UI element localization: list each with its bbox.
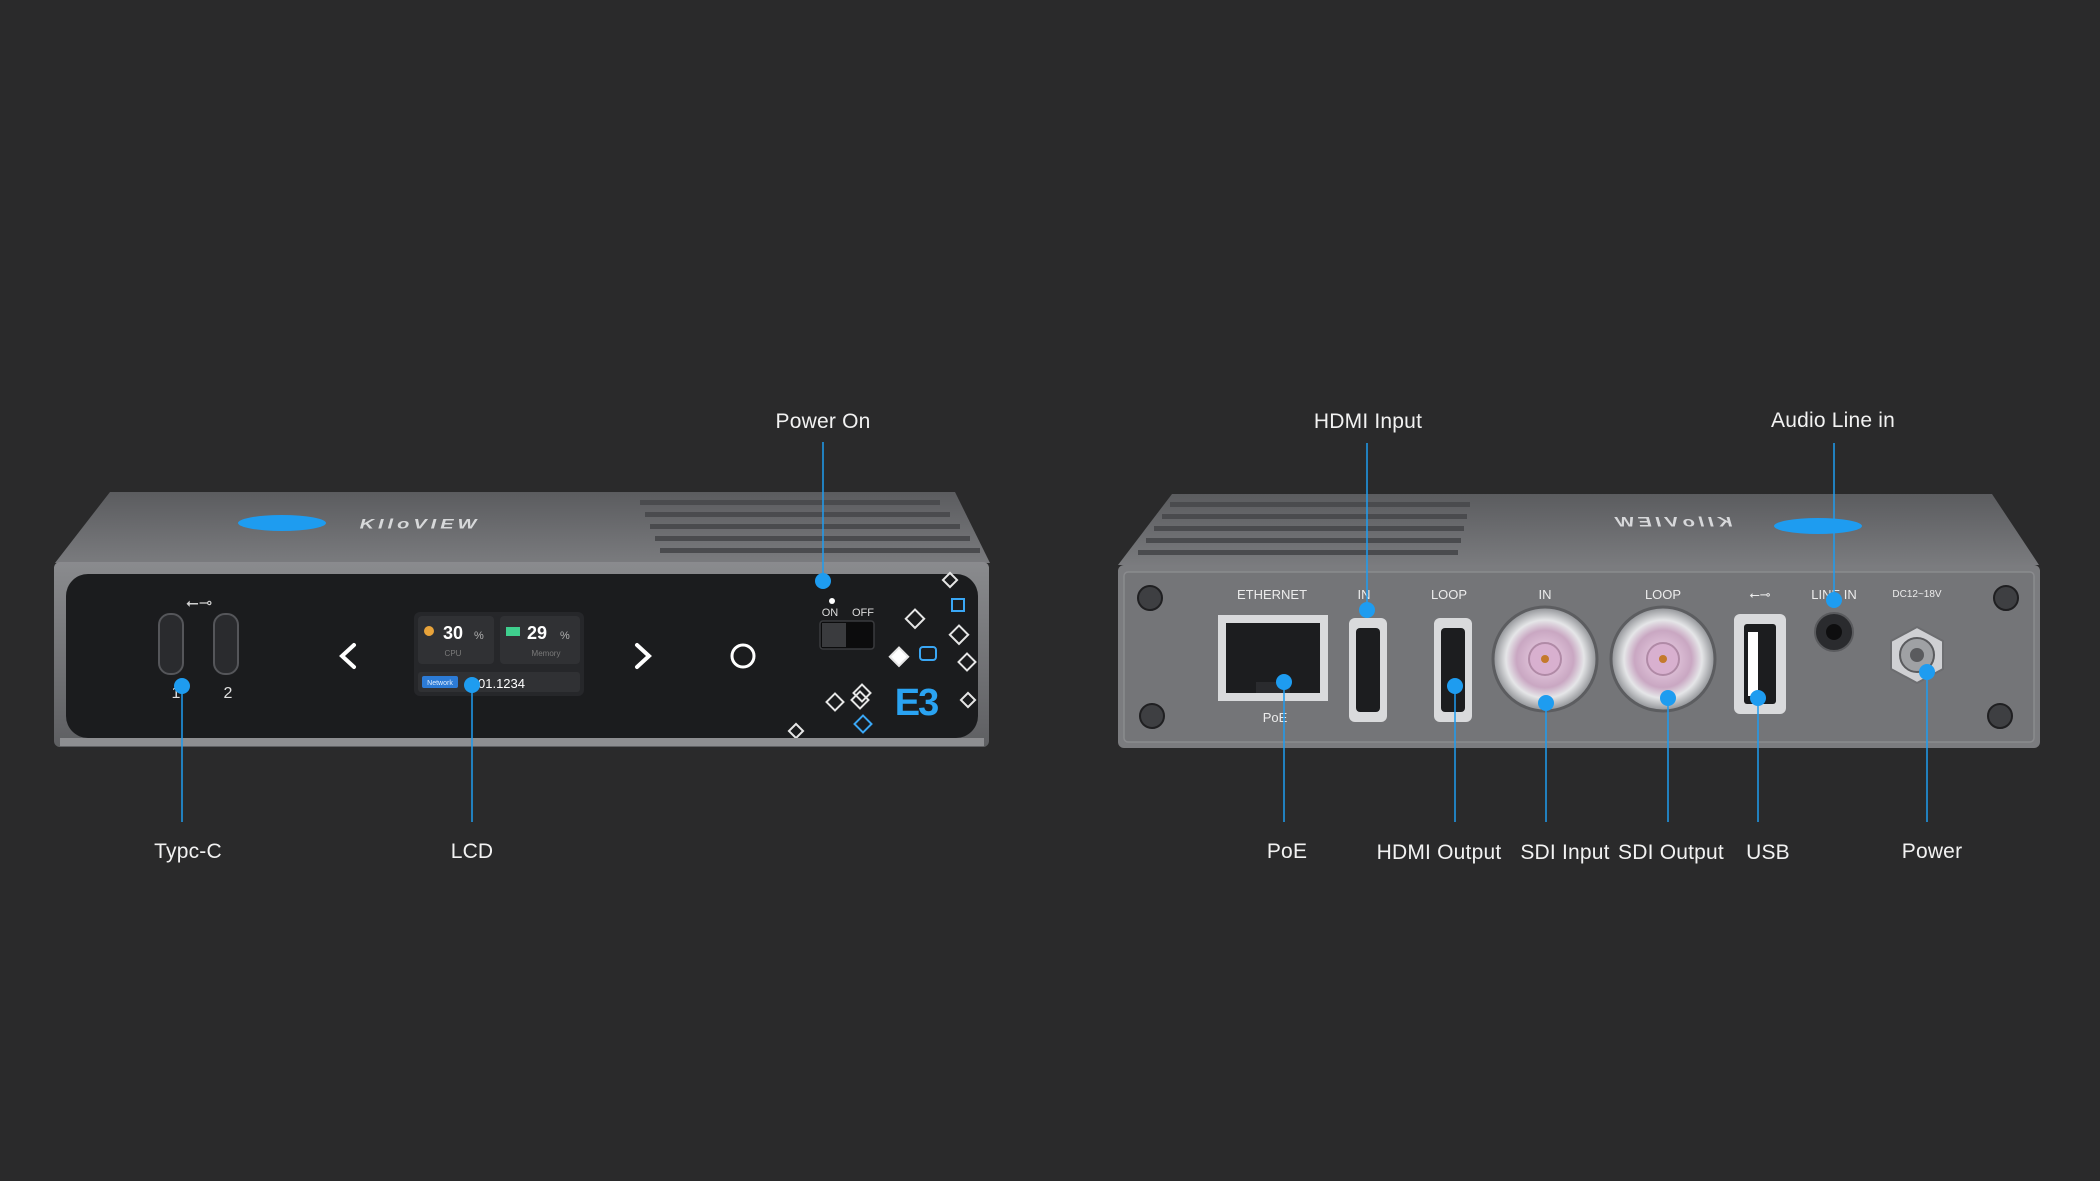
front-bottom-rim [60, 738, 984, 746]
dot-poe [1276, 674, 1292, 690]
decor-pattern [787, 571, 977, 740]
rear-brand-logo: KIloVIEW [1612, 513, 1862, 534]
dot-lcd [464, 677, 480, 693]
port-number-1: 1 [172, 685, 181, 702]
sdi-loop-connector [1609, 605, 1717, 713]
rear-top-surface [1118, 494, 2039, 565]
callout-usb: USB [1746, 841, 1790, 864]
screw-icons [1137, 585, 2019, 729]
typc-port-2 [213, 613, 239, 675]
callout-typc: Typc-C [154, 840, 222, 863]
model-badge: E3 [895, 682, 938, 724]
hdmi-in-label: IN [1358, 587, 1371, 602]
rear-usb-symbol: ⭠⊸ [1749, 587, 1770, 602]
callout-power: Power [1901, 840, 1963, 863]
dc-label: DC12~18V [1892, 589, 1942, 600]
ethernet-label: ETHERNET [1237, 587, 1307, 602]
right-arrow-icon [635, 643, 652, 669]
callout-power-on: Power On [775, 410, 871, 433]
lcd-mem-value: 29 [527, 623, 547, 643]
callout-audio-line-in: Audio Line in [1770, 409, 1896, 432]
hdmi-loop-port [1434, 618, 1472, 722]
switch-off-label: OFF [852, 607, 874, 619]
dot-typc [174, 678, 190, 694]
lcd-cpu-unit: % [474, 630, 484, 642]
sdi-in-label: IN [1539, 587, 1552, 602]
callout-lcd: LCD [450, 840, 494, 863]
dot-power-on [815, 573, 831, 589]
audio-jack [1814, 612, 1854, 652]
front-top-surface [55, 492, 990, 563]
front-vent-grille [640, 500, 980, 553]
lcd-cpu-label: CPU [445, 649, 462, 658]
typc-ports: ⭠⊸ 1 2 [158, 595, 239, 702]
callout-lines [181, 442, 1928, 822]
sdi-loop-label: LOOP [1645, 587, 1681, 602]
left-arrow-icon [339, 643, 356, 669]
lcd-cpu-value: 30 [443, 623, 463, 643]
ethernet-port [1218, 615, 1328, 701]
lcd-mem-label: Memory [532, 649, 561, 658]
callout-sdi-output: SDI Output [1618, 841, 1724, 864]
dot-sdi-input [1538, 695, 1554, 711]
rear-brand-text: KIloVIEW [1612, 513, 1733, 529]
dot-sdi-output [1660, 690, 1676, 706]
dot-audio [1826, 592, 1842, 608]
memory-icon [506, 627, 520, 636]
hdmi-loop-label: LOOP [1431, 587, 1467, 602]
ok-circle-icon [730, 643, 756, 669]
switch-on-label: ON [822, 607, 839, 619]
lcd-screen: 30 % CPU 29 % Memory Network 01.1234 [414, 612, 584, 696]
dot-power [1919, 664, 1935, 680]
dot-usb [1750, 690, 1766, 706]
sdi-in-connector [1491, 605, 1599, 713]
hdmi-in-port [1349, 618, 1387, 722]
front-brand-logo: KIloVIEW [238, 515, 481, 532]
usb-port [1734, 614, 1786, 714]
port-number-2: 2 [224, 685, 233, 702]
front-brand-text: KIloVIEW [360, 516, 481, 532]
lcd-ip-tag: Network [427, 680, 453, 687]
front-usb-symbol: ⭠⊸ [186, 595, 212, 612]
rear-vent-grille [1138, 502, 1470, 555]
lcd-ip-value: 01.1234 [478, 676, 525, 691]
callout-sdi-input: SDI Input [1520, 841, 1610, 864]
callout-hdmi-input: HDMI Input [1313, 410, 1423, 433]
callout-dots [174, 573, 1935, 711]
lcd-mem-unit: % [560, 630, 570, 642]
rear-device: KIloVIEW ETHERNET IN LOOP IN LOOP ⭠⊸ LIN… [1118, 494, 2040, 748]
front-device: KIloVIEW ⭠⊸ 1 2 30 % CPU 29 % [54, 492, 990, 747]
poe-sub-label: PoE [1263, 710, 1288, 725]
dot-hdmi-output [1447, 678, 1463, 694]
callout-hdmi-output: HDMI Output [1376, 841, 1502, 864]
dot-hdmi-input [1359, 602, 1375, 618]
power-switch: ON OFF [819, 598, 875, 650]
callout-poe: PoE [1266, 840, 1308, 863]
typc-port-1 [158, 613, 184, 675]
cpu-icon [424, 626, 434, 636]
